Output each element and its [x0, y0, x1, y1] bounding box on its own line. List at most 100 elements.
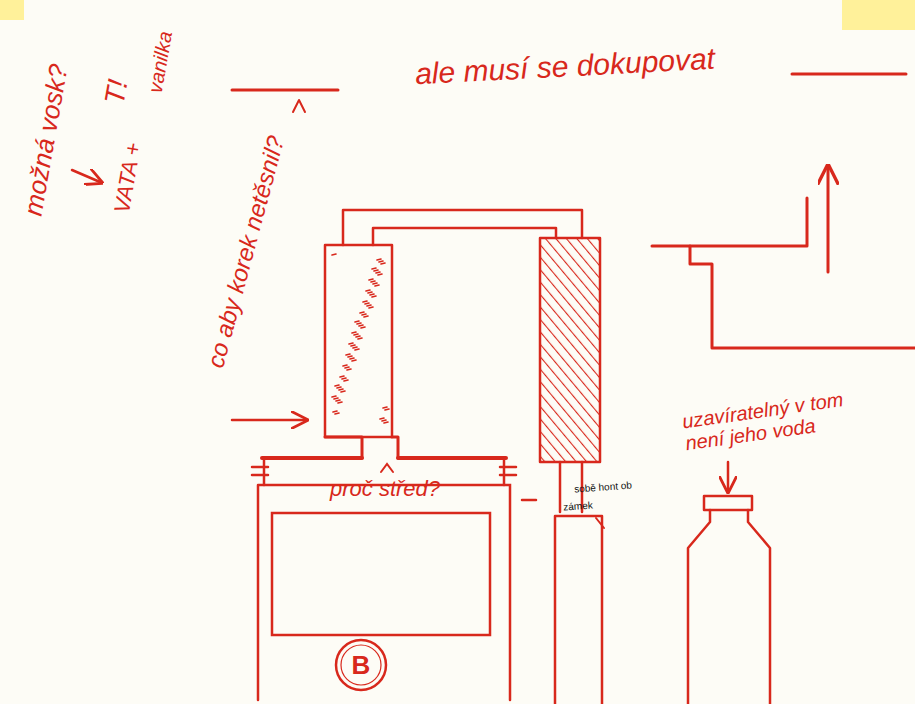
- packing-dot: [379, 261, 383, 262]
- sticky-note: [842, 0, 915, 30]
- bottle-cap: [704, 496, 752, 510]
- packing-dot: [374, 270, 378, 271]
- packing-dot: [376, 272, 380, 273]
- packing-dot: [336, 400, 340, 401]
- packing-dot: [338, 402, 342, 403]
- bottle: [688, 510, 770, 704]
- packing-dots: [332, 254, 389, 423]
- condenser: [540, 238, 600, 462]
- packing-dot: [375, 285, 379, 286]
- packing-dot: [383, 407, 387, 408]
- still-pot: proč střed? B: [258, 445, 510, 700]
- packing-dot: [369, 307, 373, 308]
- packing-dot: [366, 290, 370, 291]
- note-arrow: [232, 419, 305, 422]
- packing-dot: [355, 321, 359, 322]
- up-arrow: [827, 168, 830, 272]
- packing-dot: [349, 343, 353, 344]
- packing-dot: [355, 349, 359, 350]
- packing-dot: [367, 305, 371, 306]
- packing-dot: [380, 418, 384, 419]
- packing-dot: [365, 303, 369, 304]
- circle-mark: B: [334, 638, 388, 692]
- packed-column: [325, 245, 392, 437]
- packing-dot: [357, 323, 361, 324]
- note-text: možná vosk?: [19, 62, 74, 218]
- pot-body: [258, 485, 510, 700]
- packing-dot: [335, 413, 339, 414]
- packing-dot: [348, 356, 352, 357]
- note-text: uzavíratelný v tom není jeho voda: [681, 386, 865, 455]
- note-line: [792, 73, 906, 76]
- lid-caret: [381, 464, 393, 472]
- packing-dot: [361, 327, 365, 328]
- rim-detail: [690, 198, 807, 246]
- packing-dot: [334, 398, 338, 399]
- packing-dot: [372, 296, 376, 297]
- packing-dot: [373, 283, 377, 284]
- packing-dot: [344, 380, 348, 381]
- note-text: vanilka: [144, 29, 176, 94]
- packing-dot: [332, 396, 336, 397]
- packing-dot: [370, 294, 374, 295]
- packing-dot: [364, 316, 368, 317]
- packing-dot: [345, 367, 349, 368]
- packing-dot: [337, 387, 341, 388]
- packing-dot: [369, 279, 373, 280]
- packing-dot: [360, 312, 364, 313]
- packing-dot: [332, 254, 336, 255]
- rim-detail: [652, 246, 915, 348]
- packing-dot: [343, 365, 347, 366]
- packing-dot: [340, 376, 344, 377]
- note-text: co aby korek netěsnil?: [202, 133, 289, 371]
- circle-scribble: [341, 645, 381, 685]
- packing-dot: [372, 268, 376, 269]
- packing-dot: [368, 292, 372, 293]
- packing-dot: [339, 389, 343, 390]
- packing-dot: [352, 360, 356, 361]
- packing-dot: [353, 347, 357, 348]
- packing-dot: [351, 345, 355, 346]
- packing-dot: [354, 334, 358, 335]
- packing-dot: [358, 338, 362, 339]
- packing-dot: [378, 274, 382, 275]
- circle-outline: [336, 640, 386, 690]
- pipe-stub: [522, 499, 536, 502]
- column-neck: [325, 437, 398, 458]
- note-text: ale musí se dokupovat: [414, 42, 716, 91]
- packing-dot: [382, 420, 386, 421]
- packing-dot: [341, 391, 345, 392]
- note-text: T!: [100, 77, 135, 107]
- packing-dot: [377, 259, 381, 260]
- receiver-tube: [555, 516, 602, 704]
- note-arrow: [727, 462, 730, 490]
- note-line: [232, 89, 338, 92]
- packing-dot: [363, 301, 367, 302]
- packing-dot: [359, 325, 363, 326]
- packing-dot: [385, 409, 389, 410]
- receiver-mark: [596, 518, 604, 528]
- packing-dot: [371, 281, 375, 282]
- pot-window: [272, 513, 490, 635]
- packing-dot: [346, 354, 350, 355]
- sticky-note: [0, 0, 24, 20]
- note-small: sobě hont ob: [574, 479, 632, 494]
- packing-dot: [350, 358, 354, 359]
- pot-lid: [262, 456, 506, 460]
- vapour-pipe: [373, 228, 556, 245]
- packing-dot: [352, 332, 356, 333]
- packing-dot: [335, 385, 339, 386]
- packing-dot: [342, 378, 346, 379]
- caret-mark: [293, 100, 305, 112]
- packing-dot: [384, 422, 388, 423]
- note-text: VATA +: [110, 141, 146, 215]
- packing-dot: [362, 314, 366, 315]
- note-arrow: [72, 170, 100, 182]
- packing-dot: [347, 369, 351, 370]
- packing-dot: [381, 263, 385, 264]
- pot-note: proč střed?: [330, 477, 440, 501]
- circle-letter: B: [352, 651, 371, 680]
